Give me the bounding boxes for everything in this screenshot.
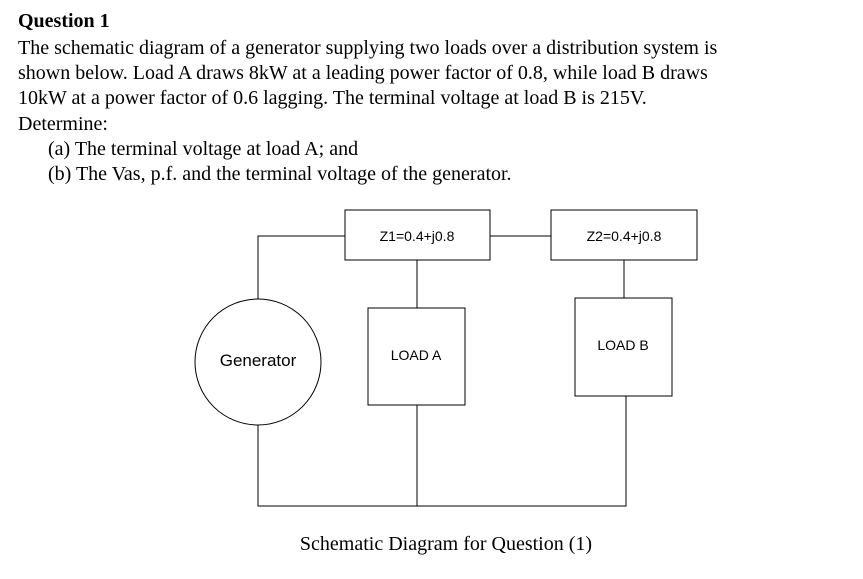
generator-label: Generator (220, 351, 297, 370)
load-b-label: LOAD B (597, 337, 648, 353)
diagram-caption: Schematic Diagram for Question (1) (299, 533, 593, 555)
generator-circle (194, 298, 322, 426)
impedance-z2-box (550, 209, 698, 261)
item-a: (a) The terminal voltage at load A; and (48, 138, 359, 160)
load-a-box (367, 307, 466, 406)
z2-label: Z2=0.4+j0.8 (587, 228, 662, 244)
item-b: (b) The Vas, p.f. and the terminal volta… (48, 163, 512, 185)
load-b-box (574, 297, 673, 397)
question-text-line-1: The schematic diagram of a generator sup… (18, 37, 718, 59)
wire-generator-top (257, 235, 345, 300)
load-a-label: LOAD A (391, 347, 442, 363)
question-text-line-3: 10kW at a power factor of 0.6 lagging. T… (18, 87, 647, 109)
determine-label: Determine: (18, 113, 108, 135)
wire-return-bus (257, 396, 627, 507)
question-title: Question 1 (18, 10, 110, 32)
question-text-line-2: shown below. Load A draws 8kW at a leadi… (18, 62, 708, 84)
z1-label: Z1=0.4+j0.8 (380, 228, 455, 244)
impedance-z1-box (344, 209, 491, 261)
